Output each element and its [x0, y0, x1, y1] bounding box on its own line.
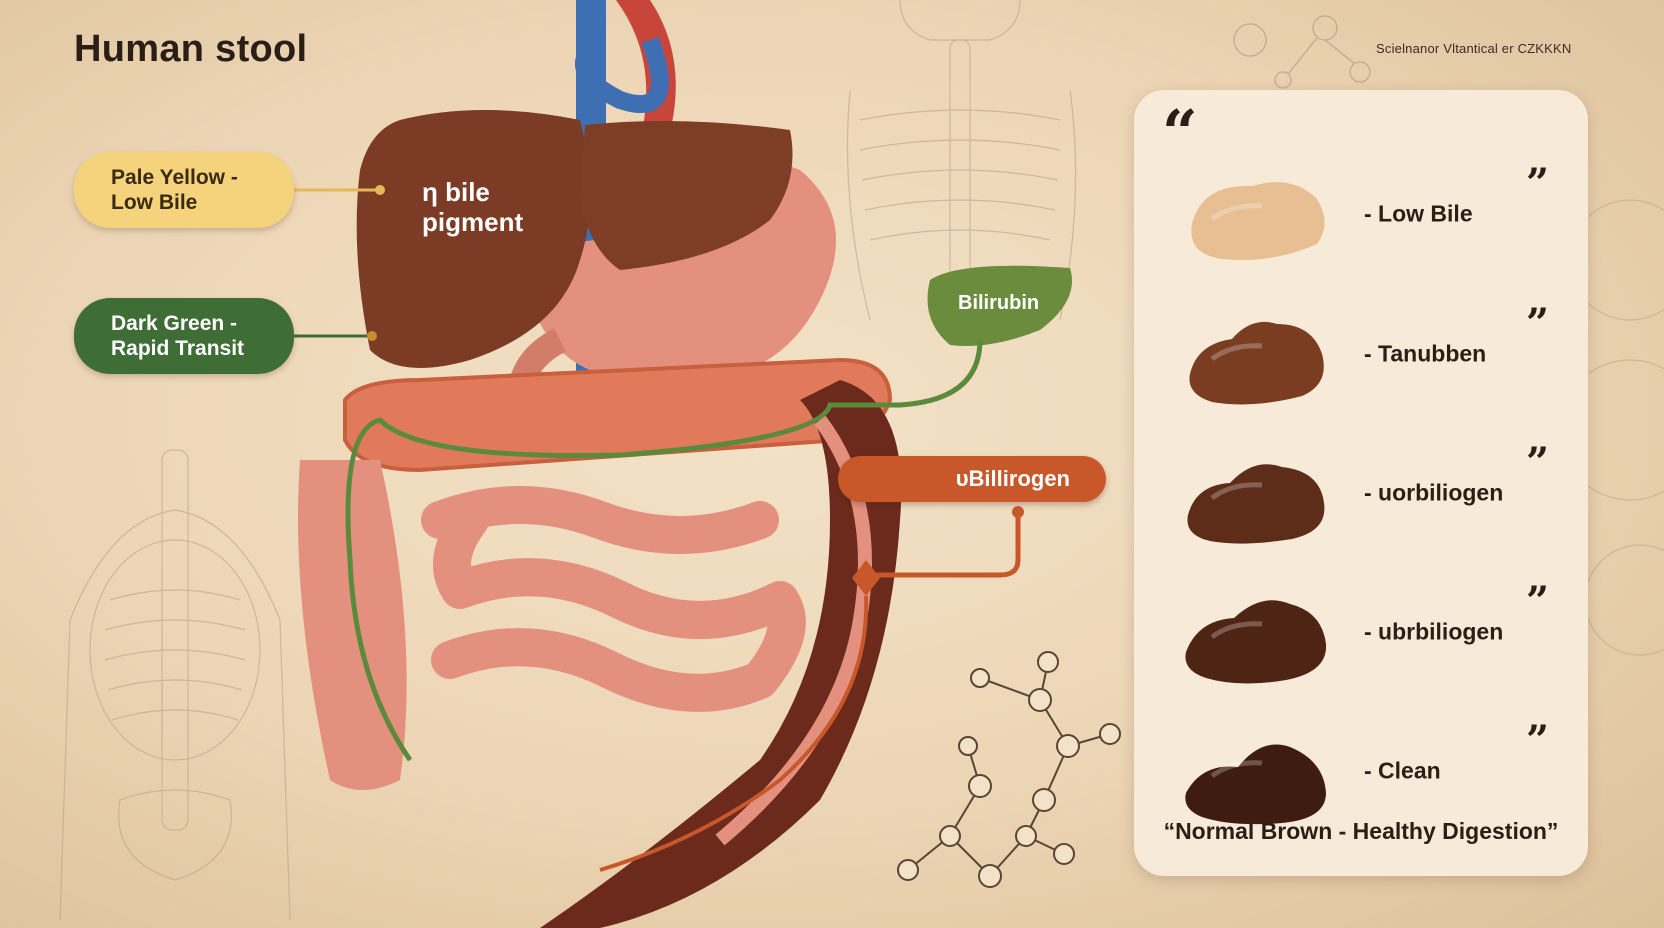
transverse-colon: [343, 357, 893, 473]
stool-row: - ubrbiliogen ”: [1134, 572, 1588, 692]
open-quote-mark: “: [1162, 96, 1198, 169]
background-sketch-torso: [59, 449, 291, 921]
stool-sample-image: [1185, 744, 1326, 825]
stool-row: - Clean ”: [1134, 711, 1588, 831]
urobilinogen-pathway: [866, 508, 1021, 578]
gallbladder-label: Bilirubin: [958, 292, 1040, 314]
urobilinogen-label: υBillirogen: [838, 456, 1106, 502]
stool-label: - ubrbiliogen: [1364, 618, 1504, 645]
liver-right-lobe: [580, 121, 793, 270]
ascending-colon: [298, 460, 407, 790]
urobilinogen-marker: [852, 560, 880, 596]
stool-label: - Low Bile: [1364, 200, 1473, 227]
dark-green-text: Dark Green - Rapid Transit: [111, 311, 245, 360]
stool-sample-image: [1191, 182, 1325, 260]
stool-color-panel: “ - Low Bile”- Tanubben”- uorbiliogen”- …: [1134, 90, 1588, 876]
molecule-sketch: [897, 651, 1121, 888]
vein-loop: [575, 32, 669, 113]
pale-yellow-text: Pale Yellow - Low Bile: [111, 165, 238, 214]
stool-sample-image: [1189, 321, 1324, 405]
liver: [356, 110, 590, 368]
close-quote-mark: ”: [1526, 439, 1550, 486]
watermark-text: Scielnanor Vltantical er CZKKKN: [1376, 41, 1572, 56]
stool-sample-image: [1187, 464, 1325, 544]
close-quote-mark: ”: [1526, 578, 1550, 625]
page-title: Human stool: [74, 28, 308, 70]
gallbladder: [927, 265, 1072, 346]
stool-row: - Low Bile ”: [1134, 154, 1588, 274]
pale-yellow-label: Pale Yellow - Low Bile: [74, 152, 294, 228]
close-quote-mark: ”: [1526, 300, 1550, 347]
liver-label: η bile pigment: [422, 177, 524, 237]
bile-pathway: [345, 339, 983, 762]
descending-colon: [540, 380, 902, 928]
small-intestine: [421, 486, 806, 712]
stool-sample-image: [1185, 600, 1327, 684]
background-sketch-molecule-top: [1233, 15, 1371, 89]
close-quote-mark: ”: [1526, 160, 1550, 207]
stool-label: - uorbiliogen: [1364, 479, 1504, 506]
stool-label: - Clean: [1364, 757, 1441, 784]
panel-caption: “Normal Brown - Healthy Digestion”: [1163, 818, 1559, 844]
stool-row: - Tanubben ”: [1134, 294, 1588, 414]
stool-row: - uorbiliogen ”: [1134, 433, 1588, 553]
close-quote-mark: ”: [1526, 717, 1550, 764]
dark-green-label: Dark Green - Rapid Transit: [74, 298, 294, 374]
stool-label: - Tanubben: [1364, 340, 1487, 367]
